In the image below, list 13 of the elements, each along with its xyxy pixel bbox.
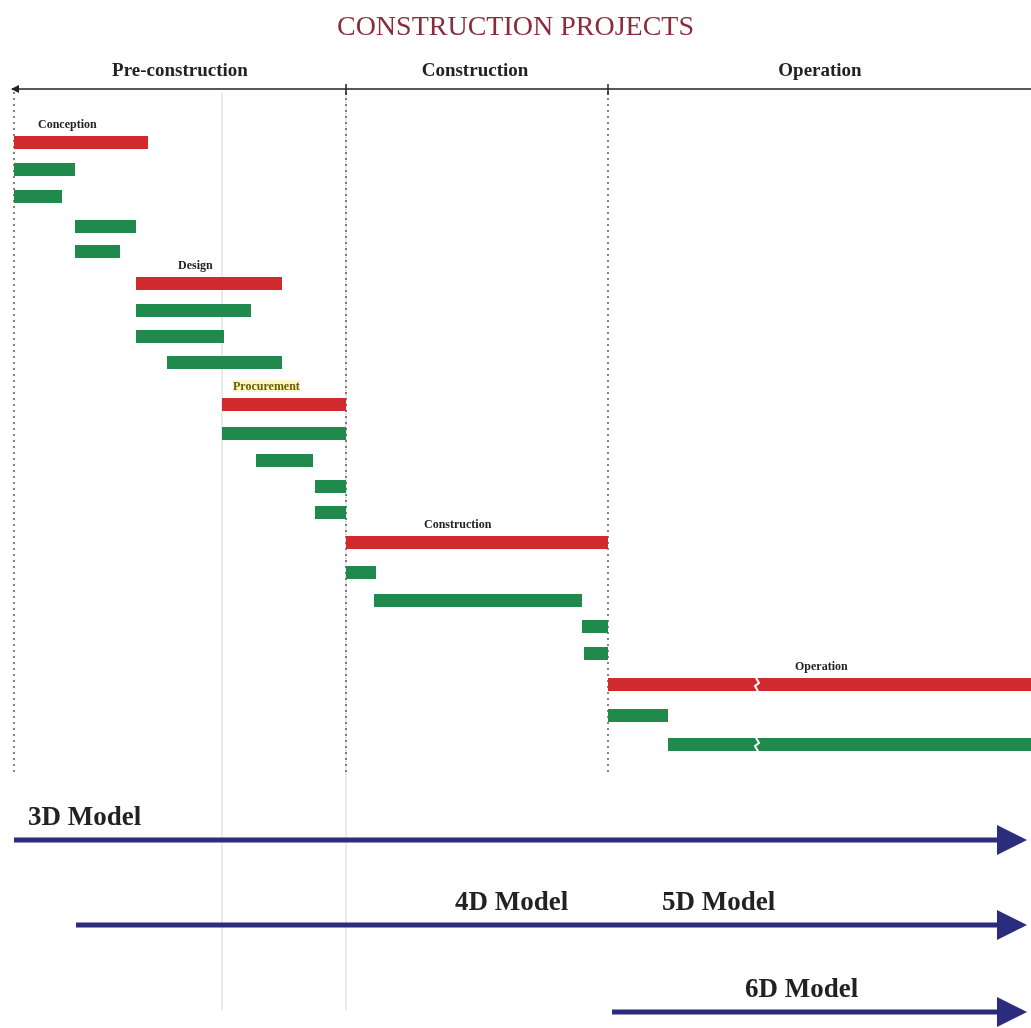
bar-label: Conception xyxy=(38,118,97,130)
phase-heading: Pre-construction xyxy=(112,60,248,79)
model-label: 4D Model xyxy=(455,888,569,915)
model-label: 5D Model xyxy=(662,888,776,915)
phase-heading: Construction xyxy=(421,60,529,79)
model-label: 6D Model xyxy=(745,975,859,1002)
bar-label: Procurement xyxy=(233,380,300,392)
bar-label: Construction xyxy=(424,518,492,530)
bar-label: Operation xyxy=(795,660,848,672)
model-label: 3D Model xyxy=(28,803,142,830)
title: CONSTRUCTION PROJECTS xyxy=(335,12,696,40)
phase-heading: Operation xyxy=(778,60,862,79)
bar-label: Design xyxy=(178,259,213,271)
